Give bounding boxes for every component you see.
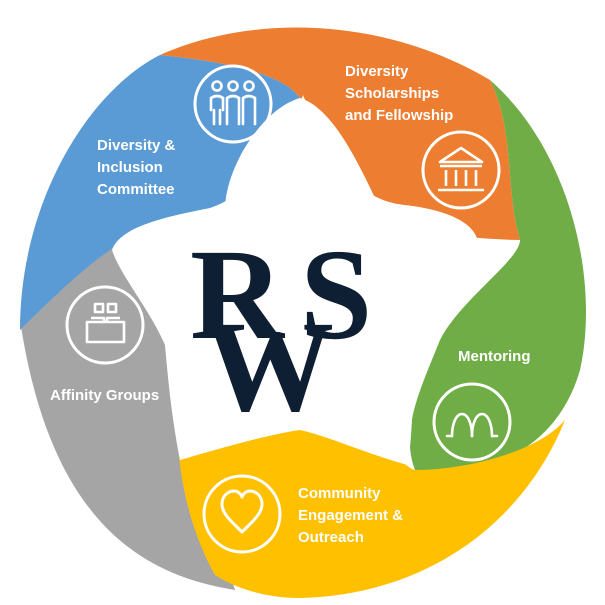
icon-ring-scholarships — [421, 130, 501, 210]
label-committee: Diversity & Inclusion Committee — [97, 137, 176, 198]
label-mentoring: Mentoring — [458, 348, 531, 365]
two-people-icon — [445, 412, 499, 438]
logo-letter-s: S — [300, 223, 372, 367]
label-affinity: Affinity Groups — [50, 387, 160, 404]
segment-committee — [20, 55, 300, 330]
center-logo: R S W — [190, 223, 372, 439]
label-community: Community Engagement & Outreach — [298, 485, 404, 546]
icon-ring-community — [202, 474, 282, 554]
segment-mentoring — [409, 80, 586, 472]
segment-affinity — [20, 234, 235, 590]
building-columns-icon — [438, 146, 484, 192]
center-star — [112, 95, 479, 465]
segment-scholarships — [160, 27, 520, 241]
icon-ring-committee — [193, 64, 273, 144]
people-at-table-icon — [85, 302, 126, 344]
heart-icon — [220, 489, 264, 534]
label-scholarships: Diversity Scholarships and Fellowship — [345, 63, 454, 124]
logo-letter-w: W — [204, 295, 334, 439]
icon-ring-affinity — [65, 285, 145, 365]
segment-community — [178, 420, 565, 598]
icon-ring-mentoring — [432, 382, 512, 462]
logo-letter-r: R — [190, 223, 286, 367]
three-people-icon — [209, 80, 257, 126]
